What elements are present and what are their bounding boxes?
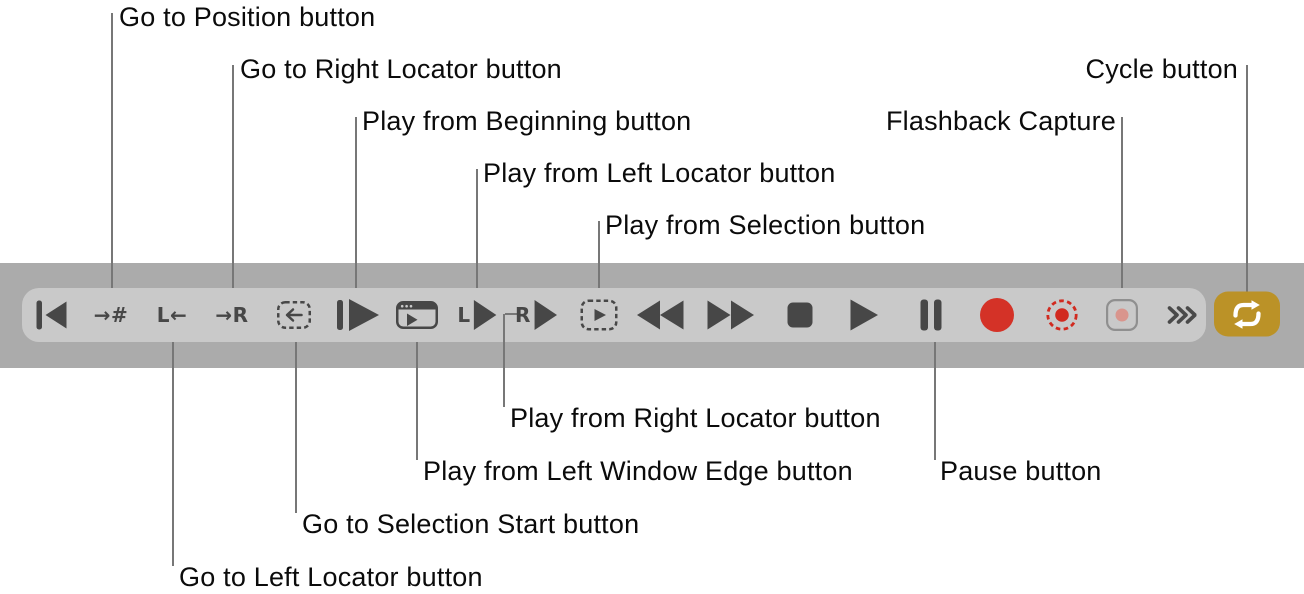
play-button[interactable]	[850, 299, 878, 331]
play-icon	[850, 299, 878, 331]
fast-forward-icon	[707, 300, 754, 330]
play-from-right-locator-button[interactable]: R	[515, 300, 557, 330]
callout-flashback-capture: Flashback Capture	[885, 106, 1116, 136]
stop-icon	[787, 302, 813, 328]
more-options-button[interactable]	[1167, 306, 1197, 324]
leader-line-elbow-play-from-right-locator	[505, 313, 517, 315]
callout-pause: Pause button	[940, 456, 1102, 486]
play-icon	[474, 300, 497, 330]
flashback-capture-button[interactable]	[1106, 299, 1138, 331]
bar-play-icon	[337, 299, 379, 331]
dashed-record-icon	[1046, 299, 1078, 331]
leader-line-cycle	[1246, 65, 1248, 292]
callout-go-to-left-locator: Go to Left Locator button	[179, 562, 483, 592]
callout-play-from-beginning: Play from Beginning button	[362, 106, 692, 136]
callout-go-to-position: Go to Position button	[119, 2, 376, 32]
play-from-left-locator-button[interactable]: L	[457, 300, 497, 330]
record-capture-button[interactable]	[1045, 298, 1079, 332]
go-to-right-locator-button[interactable]: →R	[215, 305, 248, 325]
play-from-left-window-edge-button[interactable]	[396, 301, 438, 329]
leader-line-play-from-beginning	[355, 117, 357, 288]
right-locator-letter: R	[515, 303, 531, 327]
callout-cycle: Cycle button	[1085, 54, 1238, 84]
skip-back-icon	[36, 300, 67, 330]
rewind-button[interactable]	[637, 300, 684, 330]
forward-button[interactable]	[707, 300, 755, 330]
go-to-selection-start-button[interactable]	[277, 301, 311, 329]
leader-line-go-to-selection-start	[295, 342, 297, 513]
dashed-box-left-arrow-icon	[277, 301, 311, 329]
play-from-selection-button[interactable]	[580, 299, 618, 331]
go-to-left-locator-button[interactable]: L←	[157, 305, 188, 325]
leader-line-flashback-capture	[1121, 117, 1123, 288]
left-locator-letter: L	[457, 303, 471, 327]
leader-line-go-to-right-locator	[232, 65, 234, 288]
pause-icon	[920, 299, 942, 331]
callout-play-from-left-locator: Play from Left Locator button	[483, 158, 836, 188]
callout-play-from-left-window-edge: Play from Left Window Edge button	[423, 456, 853, 486]
leader-line-play-from-left-locator	[476, 169, 478, 288]
go-to-left-locator-icon: L←	[156, 303, 188, 327]
play-icon	[534, 300, 557, 330]
record-icon	[980, 298, 1014, 332]
record-button[interactable]	[980, 298, 1014, 332]
leader-line-play-from-selection	[598, 221, 600, 288]
pause-button[interactable]	[920, 299, 942, 331]
rewind-icon	[637, 300, 684, 330]
go-to-right-locator-icon: →R	[215, 303, 249, 327]
leader-line-go-to-position	[111, 13, 113, 288]
stop-button[interactable]	[787, 302, 813, 328]
go-to-position-icon: →#	[93, 303, 129, 327]
leader-line-pause	[934, 342, 936, 460]
callout-play-from-selection: Play from Selection button	[605, 210, 926, 240]
leader-line-play-from-left-window-edge	[416, 342, 418, 460]
callout-go-to-selection-start: Go to Selection Start button	[302, 509, 640, 539]
flashback-capture-icon	[1106, 299, 1138, 331]
go-to-beginning-button[interactable]	[36, 300, 68, 330]
cycle-loop-icon	[1233, 299, 1261, 329]
go-to-position-button[interactable]: →#	[94, 305, 129, 325]
callout-play-from-right-locator: Play from Right Locator button	[510, 403, 881, 433]
leader-line-go-to-left-locator	[172, 342, 174, 566]
cycle-button[interactable]	[1214, 291, 1280, 337]
leader-line-play-from-right-locator	[503, 314, 505, 407]
dashed-box-play-icon	[580, 299, 618, 331]
window-play-icon	[396, 301, 438, 329]
play-from-beginning-button[interactable]	[337, 299, 379, 332]
triple-chevron-icon	[1167, 306, 1197, 324]
callout-go-to-right-locator: Go to Right Locator button	[240, 54, 562, 84]
